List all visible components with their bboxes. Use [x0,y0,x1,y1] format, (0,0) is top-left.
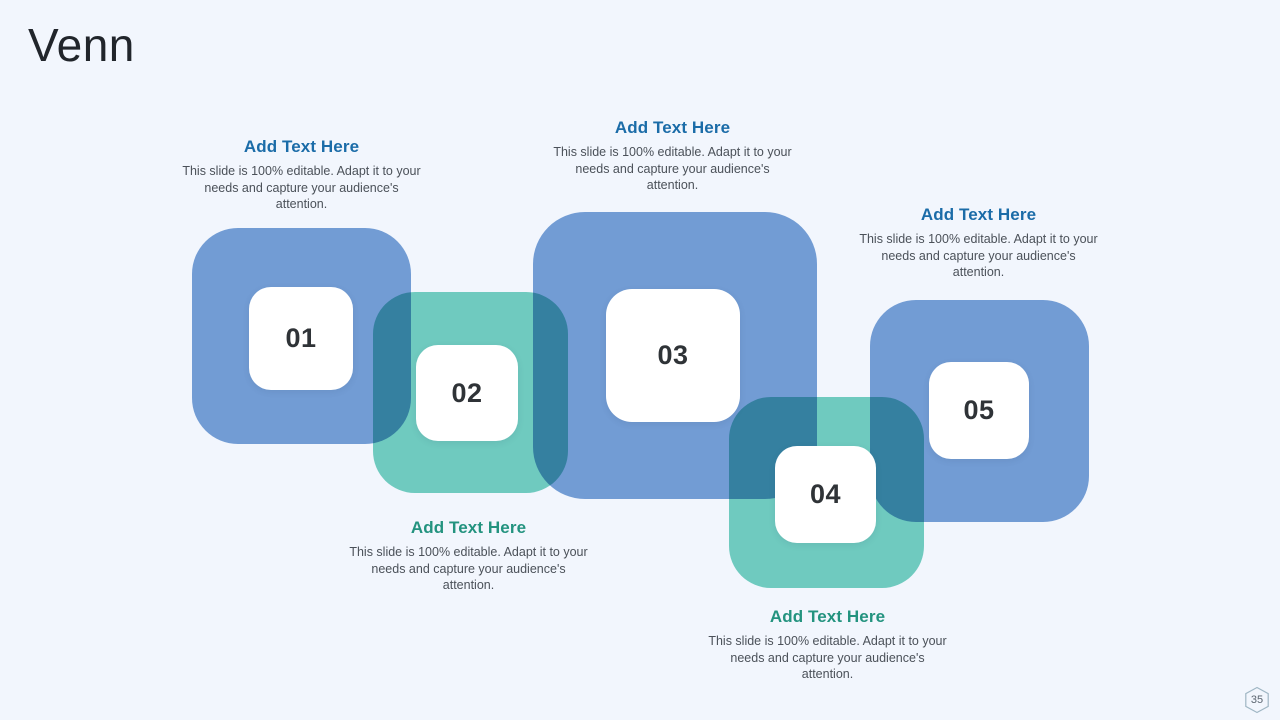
page-number-label: 35 [1250,694,1264,706]
caption-heading-01: Add Text Here [243,137,360,156]
caption-03: Add Text Here This slide is 100% editabl… [551,117,794,194]
caption-body-04: This slide is 100% editable. Adapt it to… [708,634,947,682]
number-label-02: 02 [451,377,483,408]
number-tile-02[interactable]: 02 [416,345,518,441]
number-label-01: 01 [285,323,317,353]
caption-heading-05: Add Text Here [920,205,1037,224]
hexagon-icon [1245,686,1269,714]
number-tile-01[interactable]: 01 [249,287,353,390]
caption-body-03: This slide is 100% editable. Adapt it to… [553,145,792,193]
number-label-04: 04 [809,479,842,509]
caption-05: Add Text Here This slide is 100% editabl… [857,204,1100,281]
number-label-05: 05 [963,395,995,425]
caption-body-05: This slide is 100% editable. Adapt it to… [859,232,1098,280]
number-tile-05[interactable]: 05 [929,362,1029,459]
number-tile-04[interactable]: 04 [775,446,876,543]
page-title: Venn [28,19,135,71]
caption-body-02: This slide is 100% editable. Adapt it to… [349,545,588,593]
caption-02: Add Text Here This slide is 100% editabl… [347,517,590,594]
caption-heading-03: Add Text Here [614,118,731,137]
caption-01: Add Text Here This slide is 100% editabl… [180,136,423,213]
number-label-03: 03 [657,340,689,370]
caption-body-01: This slide is 100% editable. Adapt it to… [182,164,421,212]
caption-heading-02: Add Text Here [410,518,527,537]
number-tile-03[interactable]: 03 [606,289,740,422]
caption-heading-04: Add Text Here [769,607,886,626]
page-number-badge: 35 [1244,686,1270,714]
caption-04: Add Text Here This slide is 100% editabl… [706,606,949,683]
